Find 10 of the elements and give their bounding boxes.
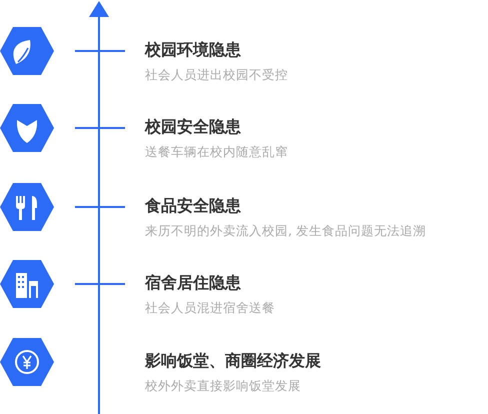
heading: 食品安全隐患 [145, 196, 241, 216]
description: 校外外卖直接影响饭堂发展 [145, 378, 301, 394]
description: 社会人员混进宿舍送餐 [145, 300, 275, 316]
heading: 校园环境隐患 [145, 40, 241, 60]
description: 送餐车辆在校内随意乱窜 [145, 144, 288, 160]
heading: 影响饭堂、商圈经济发展 [145, 351, 321, 371]
heading: 宿舍居住隐患 [145, 273, 241, 293]
heading: 校园安全隐患 [145, 117, 241, 137]
description: 来历不明的外卖流入校园, 发生食品问题无法追溯 [145, 223, 426, 239]
description: 社会人员进出校园不受控 [145, 67, 288, 83]
